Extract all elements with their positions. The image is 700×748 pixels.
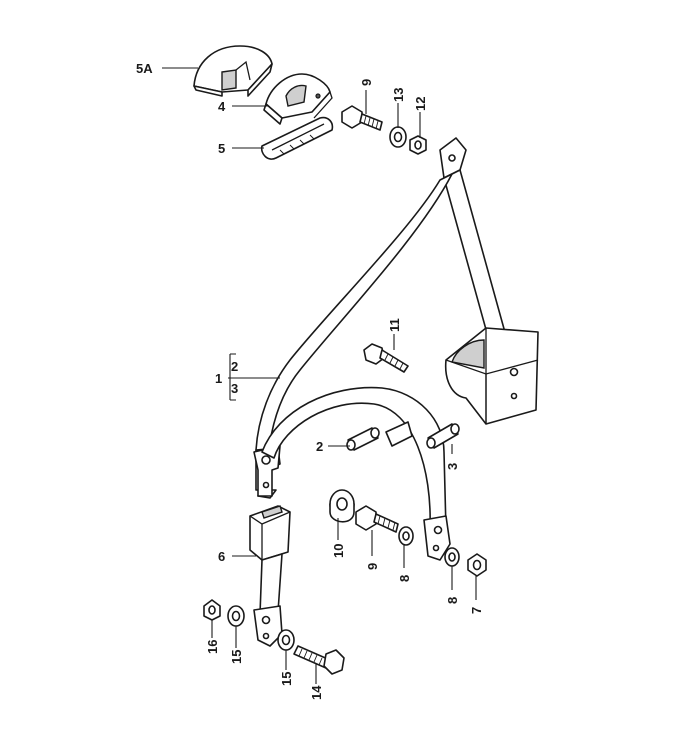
callout-6: 6	[218, 549, 225, 564]
callout-8-a: 8	[397, 575, 412, 582]
callout-1: 1	[215, 371, 222, 386]
washer-15a-part	[227, 605, 245, 627]
callout-12: 12	[413, 97, 428, 111]
cover-cap-part	[193, 45, 273, 97]
bolt-14-part	[293, 645, 345, 675]
callout-13: 13	[391, 88, 406, 102]
callout-5: 5	[218, 141, 225, 156]
callout-2-group: 2	[231, 359, 238, 374]
callout-3: 3	[445, 463, 460, 470]
callout-9-bottom: 9	[365, 563, 380, 570]
buckle-assembly-part	[249, 505, 291, 647]
pin-3-part	[426, 423, 460, 449]
leader-lines	[162, 67, 477, 684]
washer-8b-part	[444, 547, 460, 567]
callout-2: 2	[316, 439, 323, 454]
nut-12-part	[409, 135, 427, 155]
washer-13-part	[389, 126, 407, 148]
callout-14: 14	[309, 685, 324, 700]
bolt-11-part	[363, 343, 409, 373]
guide-fitting-part	[263, 73, 333, 125]
washer-15b-part	[277, 629, 295, 651]
callout-10: 10	[331, 544, 346, 558]
belt-retractor-part	[444, 327, 539, 425]
callout-labels: 5A 4 5 9 13 12 11 1 2 3 2 3 6 10 9 8 8 7…	[136, 61, 484, 700]
callout-16: 16	[205, 640, 220, 654]
callout-8-b: 8	[445, 597, 460, 604]
callout-7: 7	[469, 607, 484, 614]
callout-9-top: 9	[359, 79, 374, 86]
callout-5a: 5A	[136, 61, 153, 76]
callout-15-b: 15	[279, 672, 294, 686]
spacer-10-part	[329, 489, 355, 523]
clip-cover-part	[260, 116, 334, 160]
nut-16-part	[203, 599, 221, 621]
lap-belt-part	[261, 386, 451, 561]
callout-15-a: 15	[229, 650, 244, 664]
nut-7-part	[467, 553, 487, 577]
lower-bolt-part	[355, 505, 399, 533]
callout-11: 11	[387, 318, 402, 332]
washer-8a-part	[398, 526, 414, 546]
pin-2-part	[346, 427, 380, 451]
upper-bolt-part	[341, 105, 383, 131]
callout-4: 4	[218, 99, 226, 114]
callout-3-group: 3	[231, 381, 238, 396]
seat-belt-webbing-part	[253, 137, 507, 499]
